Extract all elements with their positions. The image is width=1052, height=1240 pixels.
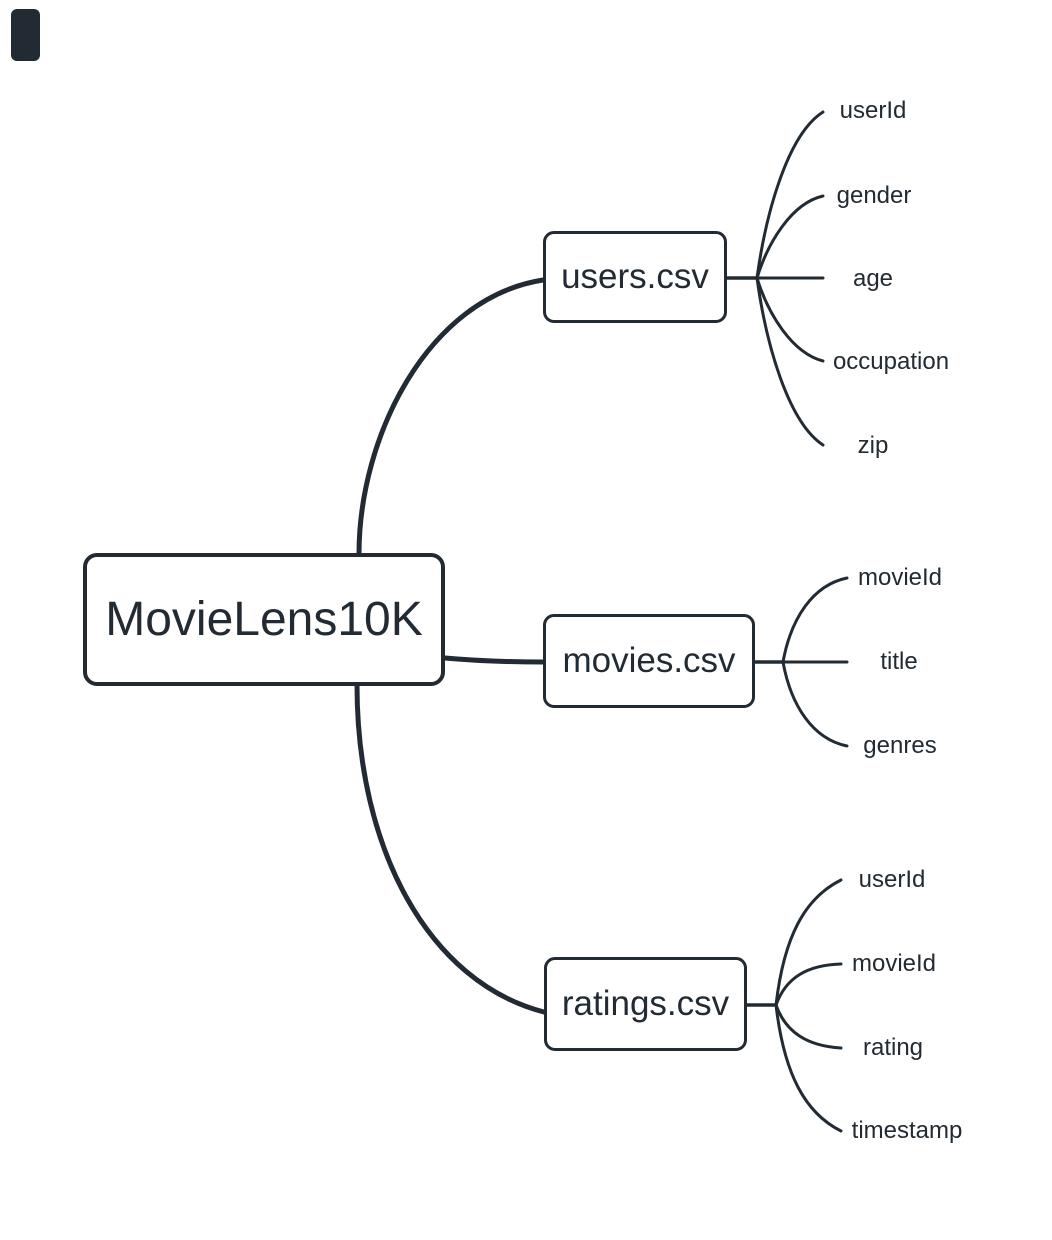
branch-node-ratings-csv: ratings.csv bbox=[544, 957, 747, 1051]
edge-root-to-ratings-csv bbox=[354, 682, 547, 1015]
leaf-label-users-userid: userId bbox=[839, 97, 907, 124]
branch-node-label: movies.csv bbox=[562, 641, 736, 680]
edge-root-to-users-csv bbox=[356, 277, 546, 557]
edge-root-to-movies-csv bbox=[442, 655, 546, 665]
edge-ratings-timestamp bbox=[774, 1003, 843, 1133]
edge-users-occupation bbox=[755, 276, 825, 363]
root-node-movielens10k: MovieLens10K bbox=[83, 553, 445, 686]
leaf-label-users-age: age bbox=[852, 265, 894, 292]
leaf-label-ratings-movieid: movieId bbox=[851, 950, 937, 977]
leaf-label-movies-genres: genres bbox=[863, 732, 937, 759]
edge-ratings-userid bbox=[774, 878, 843, 1007]
branch-node-label: users.csv bbox=[561, 257, 709, 296]
edge-users-zip bbox=[755, 276, 825, 447]
branch-node-label: ratings.csv bbox=[561, 984, 730, 1023]
leaf-label-movies-movieid: movieId bbox=[857, 564, 943, 591]
edge-movies-genres bbox=[781, 660, 849, 748]
leaf-label-movies-title: title bbox=[880, 648, 918, 675]
leaf-label-users-occupation: occupation bbox=[832, 348, 950, 375]
edge-ratings-rating bbox=[774, 1003, 843, 1050]
leaf-label-ratings-userid: userId bbox=[858, 866, 926, 893]
edge-users-userid bbox=[755, 110, 825, 280]
leaf-label-users-zip: zip bbox=[857, 432, 889, 459]
branch-node-movies-csv: movies.csv bbox=[543, 614, 755, 708]
edge-users-gender bbox=[755, 194, 825, 280]
root-node-label: MovieLens10K bbox=[105, 593, 423, 646]
corner-mark bbox=[11, 9, 40, 61]
edge-movies-movieid bbox=[781, 576, 849, 664]
branch-node-users-csv: users.csv bbox=[543, 231, 727, 323]
leaf-label-ratings-timestamp: timestamp bbox=[851, 1117, 963, 1144]
edge-ratings-movieid bbox=[774, 962, 843, 1007]
leaf-label-ratings-rating: rating bbox=[862, 1034, 924, 1061]
leaf-label-users-gender: gender bbox=[836, 182, 912, 209]
